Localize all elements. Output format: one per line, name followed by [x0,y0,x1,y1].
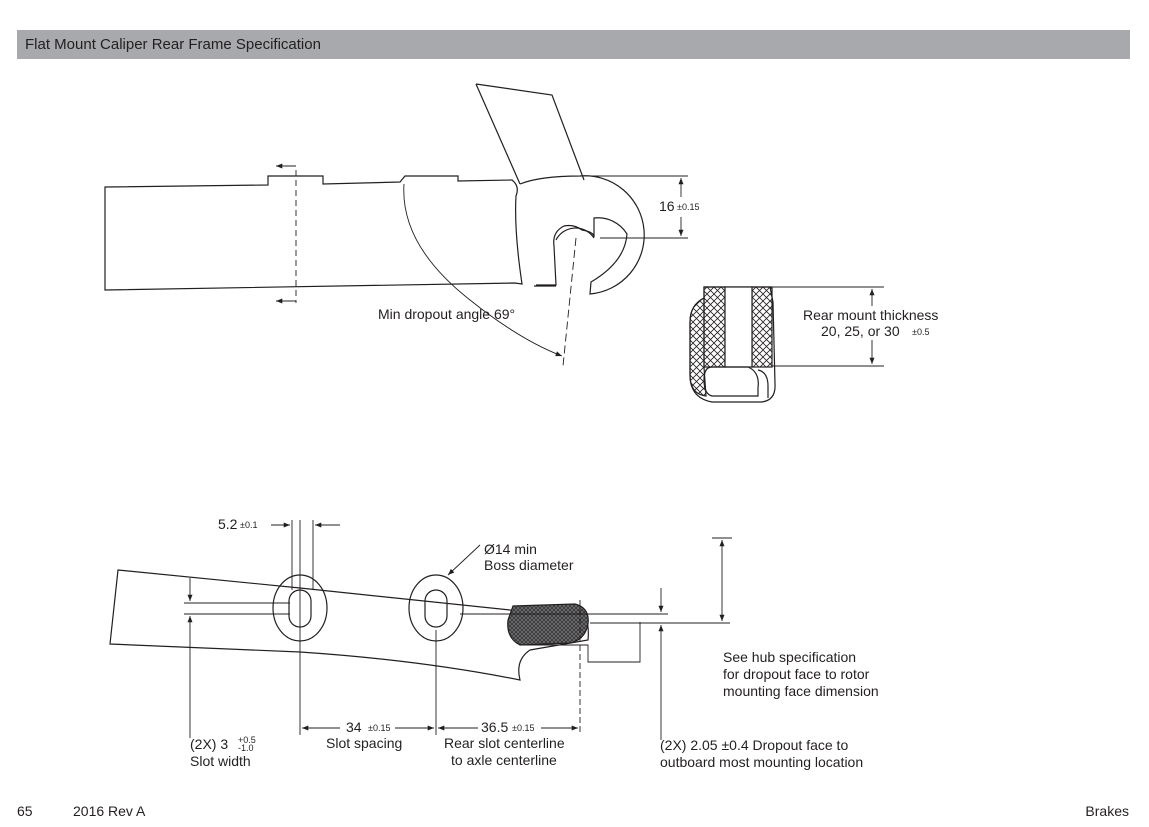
seat-stay [475,83,585,181]
rear-slot-label-2: to axle centerline [451,752,557,768]
dropout-hook [519,175,645,295]
dropout-face-label-1: (2X) 2.05 ±0.4 Dropout face to [660,737,848,753]
slot-spacing-value: 34 [346,719,362,735]
dim-16-tolerance: ±0.15 [677,202,699,212]
flat-mount-side-view: 5.2 ±0.1 (2X) 3 +0.5 -1.0 Slot width 34 … [109,516,879,770]
slot-bore [724,286,753,368]
hub-spec-line-2: for dropout face to rotor [723,666,870,682]
page-title-bar: Flat Mount Caliper Rear Frame Specificat… [17,30,1130,59]
slot-spacing-label: Slot spacing [326,735,402,751]
hub-spec-line-3: mounting face dimension [723,683,879,699]
footer-page-number: 65 [17,803,33,819]
footer-section: Brakes [1085,803,1129,819]
dim-16-value: 16 [659,198,675,214]
rear-slot [424,589,448,628]
rear-slot-label-1: Rear slot centerline [444,735,565,751]
boss-diameter-label: Boss diameter [484,557,574,573]
rear-slot-tolerance: ±0.15 [512,723,534,733]
hub-spec-line-1: See hub specification [723,649,856,665]
slot-spacing-tolerance: ±0.15 [368,723,390,733]
slot-5-2-value: 5.2 [218,516,238,532]
top-dropout-view: 16 ±0.15 Min dropout angle 69° [104,83,699,367]
slot-width-value: (2X) 3 [190,736,228,752]
page-title: Flat Mount Caliper Rear Frame Specificat… [25,36,321,53]
dropout-face-label-2: outboard most mounting location [660,754,863,770]
thickness-tolerance: ±0.5 [912,327,929,337]
axle-centerline [562,237,577,367]
thickness-values: 20, 25, or 30 [821,323,900,339]
dropout-angle-label: Min dropout angle 69° [378,306,515,322]
thickness-label: Rear mount thickness [803,307,938,323]
rear-mount-section-view: Rear mount thickness 20, 25, or 30 ±0.5 [689,286,938,403]
slot-5-2-tolerance: ±0.1 [240,520,257,530]
axle-hatch [507,603,589,646]
dropout-angle-arc [403,183,563,357]
chainstay-outline [104,175,523,291]
hatch-left [703,286,726,368]
footer-revision: 2016 Rev A [73,803,146,819]
hatch-right [751,286,773,368]
slot-width-tol-minus: -1.0 [238,743,254,753]
slot-width-label: Slot width [190,753,251,769]
rear-slot-value: 36.5 [481,719,508,735]
slot-width-tol-plus: +0.5 [238,735,256,745]
boss-diameter-value: Ø14 min [484,541,537,557]
